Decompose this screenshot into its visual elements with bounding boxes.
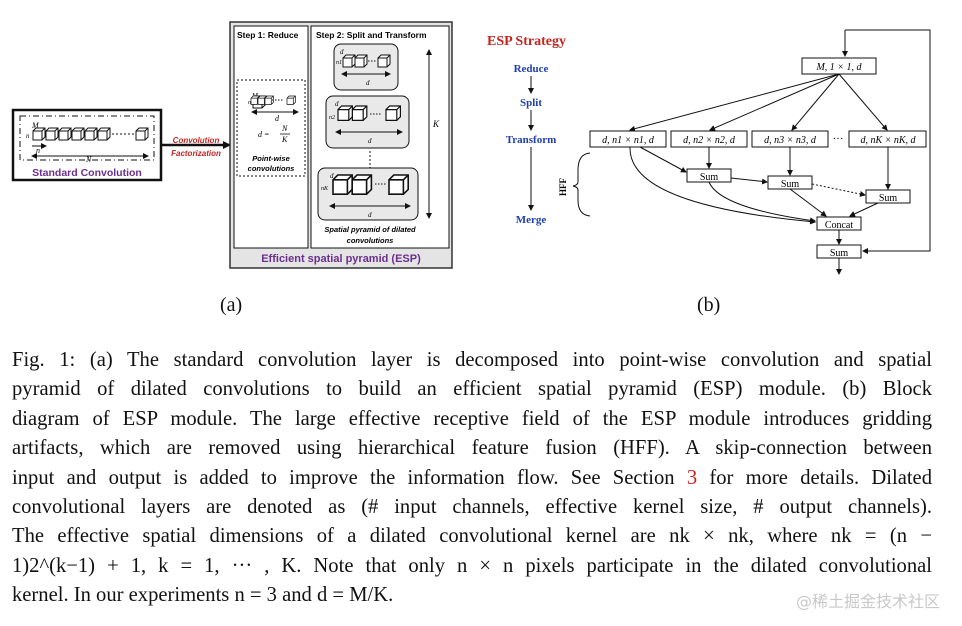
standard-conv-box xyxy=(11,108,163,182)
svg-text:Sum: Sum xyxy=(700,172,719,183)
svg-text:Sum: Sum xyxy=(781,179,800,190)
esp-strategy-title: ESP Strategy xyxy=(487,34,566,49)
svg-text:d: d xyxy=(330,172,334,180)
step-split: Split xyxy=(520,97,542,109)
step1-label: Step 1: Reduce xyxy=(237,30,299,40)
svg-text:n: n xyxy=(248,100,251,106)
watermark: @稀土掘金技术社区 xyxy=(795,592,940,611)
hff-label: HFF xyxy=(558,178,568,196)
K-label: K xyxy=(432,119,440,129)
caption-line-8: 1)2^(k−1) + 1, k = 1, ··· , K. Note that… xyxy=(12,554,932,577)
branch-1 xyxy=(589,130,667,148)
svg-text:Concat: Concat xyxy=(825,220,854,231)
sp-label-2: convolutions xyxy=(347,236,394,245)
section-3-link[interactable]: 3 xyxy=(686,466,698,489)
svg-text:d, n1 × n1, d: d, n1 × n1, d xyxy=(602,135,655,146)
svg-text:N: N xyxy=(281,124,288,133)
svg-text:d: d xyxy=(368,211,372,219)
panel-a: M n n N Standard Convolution Convolution… xyxy=(11,21,453,269)
svg-text:d, n3 × n3, d: d, n3 × n3, d xyxy=(764,135,817,146)
caption-line-2: pyramid of dilated convolutions to build… xyxy=(12,378,932,401)
step-reduce: Reduce xyxy=(514,63,549,75)
svg-text:n1: n1 xyxy=(336,60,342,66)
caption-line-4: artifacts, which are removed using hiera… xyxy=(12,437,932,460)
caption-line-5: input and output is added to improve the… xyxy=(12,466,932,489)
svg-text:Sum: Sum xyxy=(830,248,849,259)
std-n: n xyxy=(36,146,40,155)
svg-text:nK: nK xyxy=(321,186,329,192)
standard-conv-title: Standard Convolution xyxy=(32,167,142,179)
subfigure-a-label: (a) xyxy=(220,294,243,316)
caption-line-7: The effective spatial dimensions of a di… xyxy=(12,525,932,548)
panel-b: ESP Strategy Reduce Split Transform Merg… xyxy=(487,29,931,275)
std-M: M xyxy=(31,121,40,130)
svg-text:Sum: Sum xyxy=(879,193,898,204)
svg-text:d, n2 × n2, d: d, n2 × n2, d xyxy=(683,135,736,146)
svg-text:M, 1 × 1, d: M, 1 × 1, d xyxy=(815,62,862,73)
caption-line-6: convolutional layers are denoted as (# i… xyxy=(12,496,932,519)
svg-text:d: d xyxy=(275,114,280,123)
esp-title: Efficient spatial pyramid (ESP) xyxy=(261,253,421,265)
step-merge: Merge xyxy=(516,214,547,226)
figure-caption: Fig. 1: (a) The standard convolution lay… xyxy=(12,346,932,611)
svg-text:n2: n2 xyxy=(329,115,335,121)
arrow-label-convolution: Convolution xyxy=(173,136,220,145)
figure-1: M n n N Standard Convolution Convolution… xyxy=(11,21,931,275)
step-transform: Transform xyxy=(506,134,557,146)
arrow-label-factorization: Factorization xyxy=(171,149,221,158)
step2-label: Step 2: Split and Transform xyxy=(316,30,427,40)
pw-label-2: convolutions xyxy=(248,164,295,173)
caption-line-1: Fig. 1: (a) The standard convolution lay… xyxy=(12,349,932,371)
svg-text:d: d xyxy=(366,79,370,87)
caption-line-3: diagram of ESP module. The large effecti… xyxy=(12,407,932,430)
svg-text:d: d xyxy=(368,137,372,145)
svg-text:···: ··· xyxy=(833,133,844,145)
pw-label-1: Point-wise xyxy=(252,154,290,163)
svg-text:d, nK × nK, d: d, nK × nK, d xyxy=(860,135,916,146)
caption-line-9: kernel. In our experiments n = 3 and d =… xyxy=(12,584,394,607)
svg-text:K: K xyxy=(281,135,288,144)
std-N: N xyxy=(85,155,92,164)
svg-text:d: d xyxy=(335,100,339,108)
std-n-small: n xyxy=(26,132,30,140)
subfigure-b-label: (b) xyxy=(697,294,721,316)
sp-label-1: Spatial pyramid of dilated xyxy=(324,225,416,234)
svg-text:d: d xyxy=(340,48,344,56)
sum-k xyxy=(865,189,911,204)
svg-text:d =: d = xyxy=(258,130,269,139)
